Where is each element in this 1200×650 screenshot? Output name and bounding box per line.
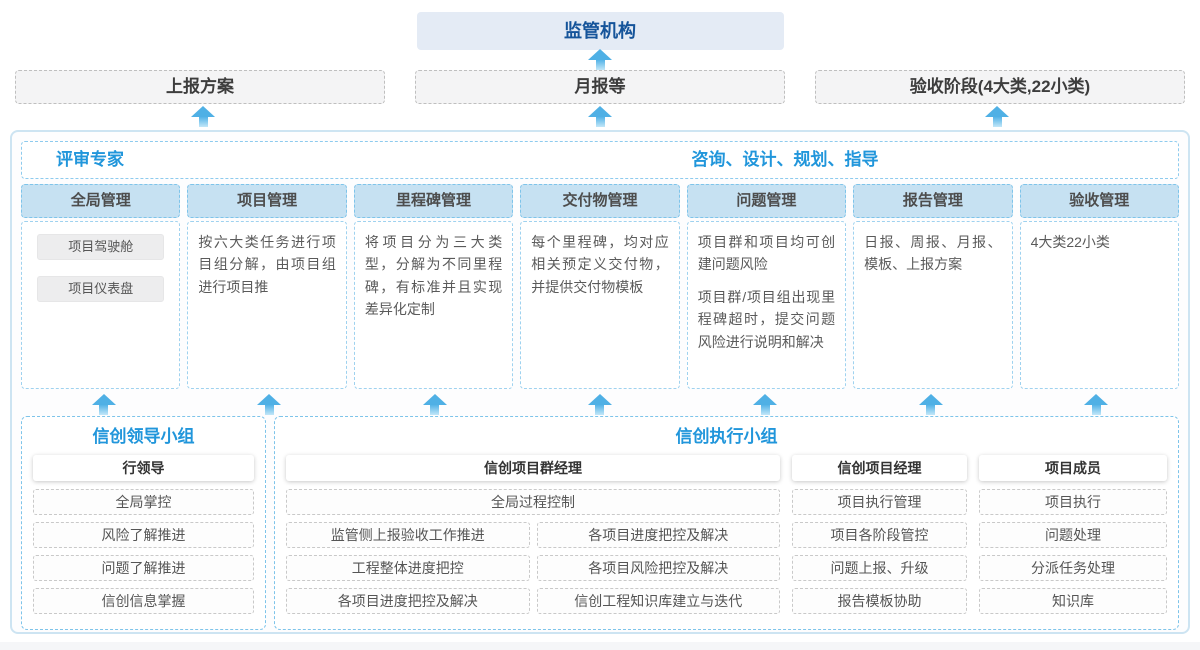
leader-item: 信创信息掌握 — [33, 588, 254, 614]
pmg-item: 信创工程知识库建立与迭代 — [536, 588, 780, 614]
report-box-monthly: 月报等 — [415, 70, 785, 104]
column-header: 里程碑管理 — [353, 184, 514, 218]
chip-project-dashboard: 项目仪表盘 — [37, 276, 165, 302]
program-manager-column: 信创项目群经理 全局过程控制 监管侧上报验收工作推进 各项目进度把控及解决 工程… — [286, 455, 780, 621]
column-body: 日报、周报、月报、模板、上报方案 — [853, 221, 1013, 389]
pmg-item-full: 全局过程控制 — [286, 489, 780, 515]
column-header: 交付物管理 — [520, 184, 680, 218]
column-body: 每个里程碑，均对应相关预定义交付物，并提供交付物模板 — [520, 221, 680, 389]
teams-row: 信创领导小组 行领导 全局掌控 风险了解推进 问题了解推进 信创信息掌握 信创执… — [21, 416, 1179, 630]
platform-container: 评审专家 咨询、设计、规划、指导 全局管理 项目驾驶舱 项目仪表盘 项目管理 按… — [10, 130, 1190, 634]
role-header-bank-leader: 行领导 — [33, 455, 254, 481]
column-issue-mgmt: 问题管理 项目群和项目均可创建问题风险 项目群/项目组出现里程碑超时，提交问题风… — [686, 184, 847, 389]
exec-columns: 信创项目群经理 全局过程控制 监管侧上报验收工作推进 各项目进度把控及解决 工程… — [286, 455, 1167, 621]
leader-item: 全局掌控 — [33, 489, 254, 515]
exec-group-title: 信创执行小组 — [675, 427, 778, 446]
column-header: 问题管理 — [686, 184, 847, 218]
column-deliverable-mgmt: 交付物管理 每个里程碑，均对应相关预定义交付物，并提供交付物模板 — [520, 184, 680, 389]
pm-item: 项目各阶段管控 — [792, 522, 967, 548]
pm-item: 问题上报、升级 — [792, 555, 967, 581]
column-header: 报告管理 — [853, 184, 1013, 218]
pmg-grid: 监管侧上报验收工作推进 各项目进度把控及解决 工程整体进度把控 各项目风险把控及… — [286, 522, 780, 621]
pmg-item: 各项目进度把控及解决 — [536, 522, 780, 548]
column-text: 项目群/项目组出现里程碑超时，提交问题风险进行说明和解决 — [697, 288, 836, 350]
project-manager-column: 信创项目经理 项目执行管理 项目各阶段管控 问题上报、升级 报告模板协助 — [792, 455, 967, 621]
project-member-column: 项目成员 项目执行 问题处理 分派任务处理 知识库 — [979, 455, 1167, 621]
column-text: 日报、周报、月报、模板、上报方案 — [864, 234, 1002, 273]
review-experts-title: 评审专家 — [56, 150, 124, 169]
up-arrow-icon — [257, 394, 282, 415]
role-header-program-manager: 信创项目群经理 — [286, 455, 780, 481]
pm-item: 项目执行管理 — [792, 489, 967, 515]
management-columns: 全局管理 项目驾驶舱 项目仪表盘 项目管理 按六大类任务进行项目组分解，由项目组… — [21, 184, 1179, 389]
report-box-acceptance: 验收阶段(4大类,22小类) — [815, 70, 1185, 104]
up-arrow-icon — [588, 106, 612, 127]
column-text: 项目群和项目均可创建问题风险 — [697, 234, 836, 273]
pmg-item: 工程整体进度把控 — [286, 555, 530, 581]
advisor-bar: 评审专家 咨询、设计、规划、指导 — [21, 141, 1179, 179]
column-body: 项目群和项目均可创建问题风险 项目群/项目组出现里程碑超时，提交问题风险进行说明… — [686, 221, 847, 389]
role-header-project-manager: 信创项目经理 — [792, 455, 967, 481]
up-arrow-icon — [422, 394, 447, 415]
column-global-mgmt: 全局管理 项目驾驶舱 项目仪表盘 — [21, 184, 181, 389]
column-header: 项目管理 — [187, 184, 347, 218]
exec-group-box: 信创执行小组 信创项目群经理 全局过程控制 监管侧上报验收工作推进 各项目进度把… — [274, 416, 1179, 630]
pm-item: 报告模板协助 — [792, 588, 967, 614]
role-header-project-member: 项目成员 — [979, 455, 1167, 481]
column-text: 将项目分为三大类型，分解为不同里程碑，有标准并且实现差异化定制 — [364, 234, 503, 318]
arrow-row-top — [0, 49, 1200, 70]
up-arrow-icon — [918, 394, 943, 415]
up-arrow-icon — [1084, 394, 1109, 415]
regulator-row: 监管机构 — [0, 12, 1200, 50]
report-box-plan: 上报方案 — [15, 70, 385, 104]
pmg-item: 各项目进度把控及解决 — [286, 588, 530, 614]
column-header: 全局管理 — [21, 184, 181, 218]
member-item: 项目执行 — [979, 489, 1167, 515]
column-report-mgmt: 报告管理 日报、周报、月报、模板、上报方案 — [853, 184, 1013, 389]
leader-item: 问题了解推进 — [33, 555, 254, 581]
member-item: 知识库 — [979, 588, 1167, 614]
consulting-title: 咨询、设计、规划、指导 — [691, 150, 879, 169]
up-arrow-icon — [91, 394, 116, 415]
member-item: 分派任务处理 — [979, 555, 1167, 581]
column-text: 每个里程碑，均对应相关预定义交付物，并提供交付物模板 — [531, 234, 669, 295]
up-arrow-icon — [753, 394, 778, 415]
leader-group-box: 信创领导小组 行领导 全局掌控 风险了解推进 问题了解推进 信创信息掌握 — [21, 416, 266, 630]
arrow-row-reports — [0, 104, 1200, 128]
leader-item: 风险了解推进 — [33, 522, 254, 548]
chip-project-cockpit: 项目驾驶舱 — [37, 234, 165, 260]
column-body: 按六大类任务进行项目组分解，由项目组进行项目推 — [187, 221, 347, 389]
column-body: 4大类22小类 — [1019, 221, 1179, 389]
column-body: 将项目分为三大类型，分解为不同里程碑，有标准并且实现差异化定制 — [353, 221, 514, 389]
up-arrow-icon — [588, 49, 612, 70]
reports-row: 上报方案 月报等 验收阶段(4大类,22小类) — [0, 70, 1200, 104]
column-text: 4大类22小类 — [1030, 234, 1110, 250]
column-acceptance-mgmt: 验收管理 4大类22小类 — [1019, 184, 1179, 389]
column-body: 项目驾驶舱 项目仪表盘 — [21, 221, 181, 389]
pmg-item: 各项目风险把控及解决 — [536, 555, 780, 581]
up-arrow-icon — [191, 106, 215, 127]
up-arrow-icon — [587, 394, 612, 415]
up-arrow-icon — [985, 106, 1009, 127]
regulator-box: 监管机构 — [416, 12, 784, 50]
column-header: 验收管理 — [1019, 184, 1179, 218]
column-text: 按六大类任务进行项目组分解，由项目组进行项目推 — [198, 234, 336, 295]
member-item: 问题处理 — [979, 522, 1167, 548]
leader-group-title: 信创领导小组 — [92, 427, 195, 446]
pmg-item: 监管侧上报验收工作推进 — [286, 522, 530, 548]
column-milestone-mgmt: 里程碑管理 将项目分为三大类型，分解为不同里程碑，有标准并且实现差异化定制 — [353, 184, 514, 389]
column-project-mgmt: 项目管理 按六大类任务进行项目组分解，由项目组进行项目推 — [187, 184, 347, 389]
arrow-row-columns — [21, 389, 1179, 416]
